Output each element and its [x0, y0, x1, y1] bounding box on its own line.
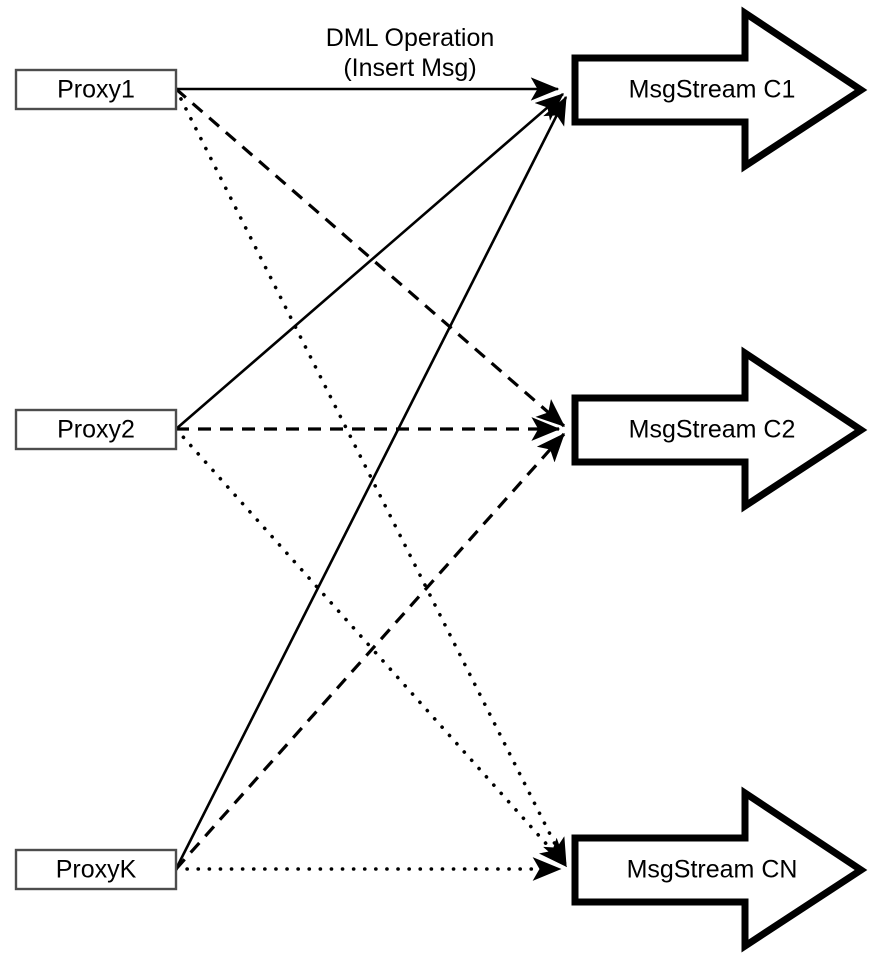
- proxyk-box[interactable]: [14, 848, 178, 891]
- msgstream-cn-arrow-shape[interactable]: [571, 786, 868, 953]
- edge-label-line1: DML Operation: [326, 24, 495, 52]
- link-proxyk-to-c2: [174, 432, 566, 871]
- target-nodes-layer: MsgStream C1 MsgStream C2 MsgStream CN: [571, 6, 868, 953]
- node-proxyk[interactable]: ProxyK: [14, 848, 178, 891]
- msgstream-c1-arrow-shape[interactable]: [571, 6, 868, 173]
- proxy2-box[interactable]: [14, 408, 178, 451]
- edge-label-line2: (Insert Msg): [343, 54, 476, 82]
- link-proxy1-to-c2: [174, 87, 566, 428]
- proxy2-label: Proxy2: [57, 416, 135, 444]
- links-layer: [174, 77, 568, 881]
- node-msgstream-c2[interactable]: MsgStream C2: [571, 346, 868, 513]
- msgstream-c2-label: MsgStream C2: [629, 416, 796, 444]
- source-nodes-layer: Proxy1 Proxy2 ProxyK: [14, 68, 178, 891]
- edge-label-group: DML Operation (Insert Msg): [326, 24, 495, 82]
- proxy1-label: Proxy1: [57, 76, 135, 104]
- link-proxy2-to-cn: [174, 427, 568, 868]
- msgstream-c2-arrow-shape[interactable]: [571, 346, 868, 513]
- node-proxy2[interactable]: Proxy2: [14, 408, 178, 451]
- proxyk-label: ProxyK: [56, 856, 137, 884]
- msgstream-c1-label: MsgStream C1: [629, 76, 796, 104]
- link-proxy2-to-c1: [175, 93, 564, 430]
- link-proxy1-to-cn: [174, 87, 568, 868]
- msgstream-cn-label: MsgStream CN: [627, 856, 798, 884]
- node-msgstream-cn[interactable]: MsgStream CN: [571, 786, 868, 953]
- node-proxy1[interactable]: Proxy1: [14, 68, 178, 111]
- link-proxyk-to-c1: [174, 95, 568, 870]
- proxy1-box[interactable]: [14, 68, 178, 111]
- node-msgstream-c1[interactable]: MsgStream C1: [571, 6, 868, 173]
